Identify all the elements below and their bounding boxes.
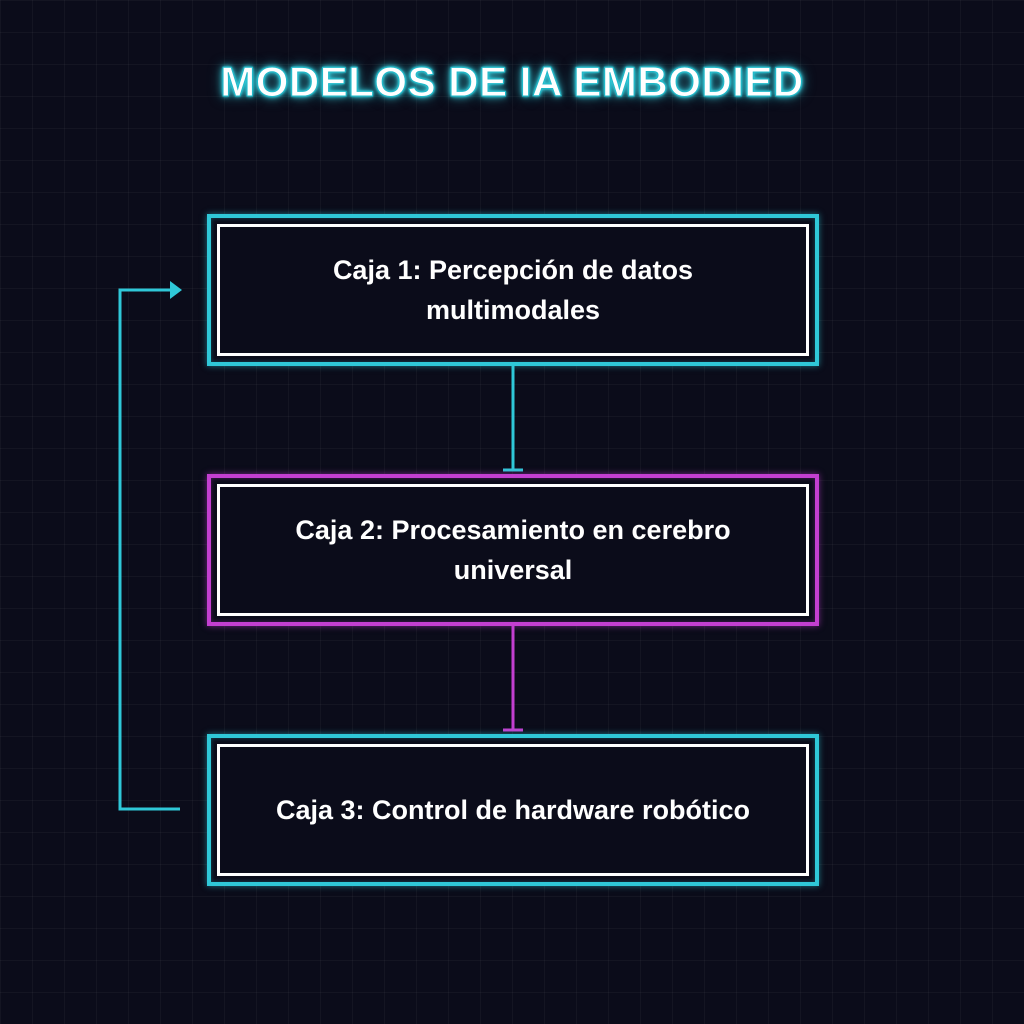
- feedback-loop-arrowhead: [170, 281, 182, 299]
- box-label: Caja 1: Percepción de datos multimodales: [332, 255, 694, 325]
- diagram-title: MODELOS DE IA EMBODIED: [220, 58, 804, 106]
- box-processing: Caja 2: Procesamiento en cerebro univers…: [207, 474, 819, 626]
- box-label: Caja 2: Procesamiento en cerebro univers…: [295, 515, 731, 585]
- box-inner-border: [217, 224, 809, 356]
- feedback-loop-line: [118, 288, 180, 811]
- box-perception: Caja 1: Percepción de datos multimodales: [207, 214, 819, 366]
- box-inner-border: [217, 744, 809, 876]
- box-hardware-control: Caja 3: Control de hardware robótico: [207, 734, 819, 886]
- box-label: Caja 3: Control de hardware robótico: [275, 795, 751, 825]
- box-inner-border: [217, 484, 809, 616]
